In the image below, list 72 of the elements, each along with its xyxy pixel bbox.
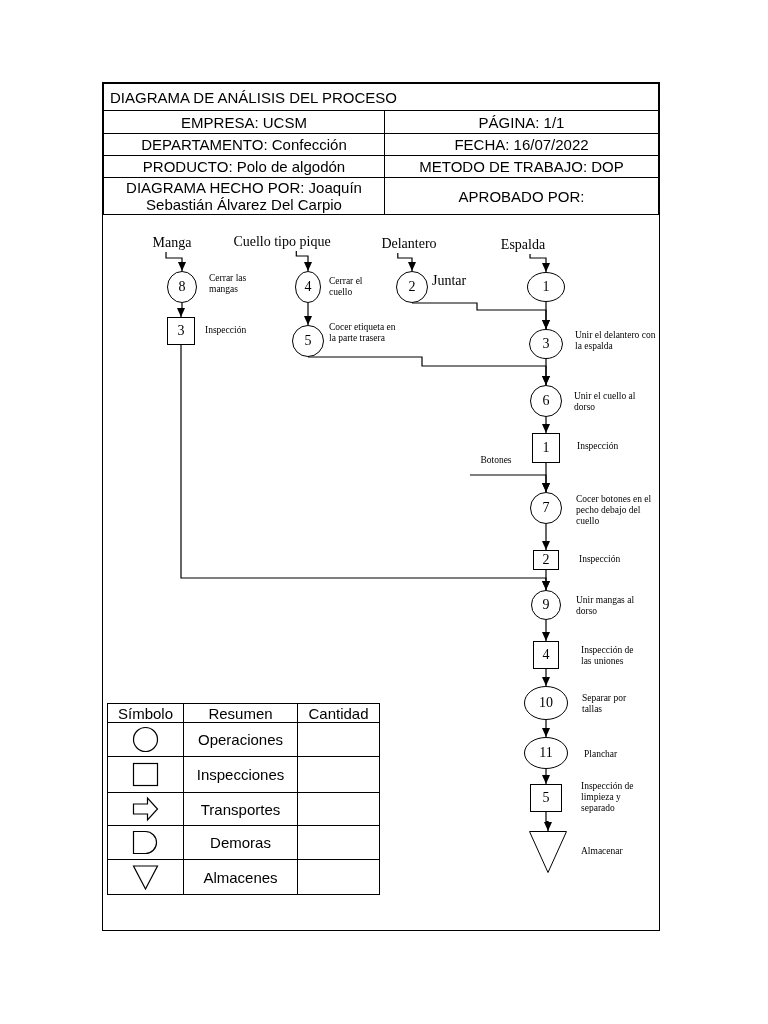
input-label: Delantero xyxy=(376,235,442,253)
operation-circle: 9 xyxy=(531,590,561,620)
arrow xyxy=(542,416,550,434)
header-field: EMPRESA: UCSM xyxy=(181,113,307,131)
arrow xyxy=(529,253,550,273)
summary-label: Operaciones xyxy=(197,731,284,748)
column-header: Símbolo xyxy=(118,704,173,722)
inspection-box: 2 xyxy=(533,550,559,570)
input-label: Manga xyxy=(149,234,195,252)
header-field: PÁGINA: 1/1 xyxy=(478,113,565,131)
arrow xyxy=(295,250,312,272)
arrow xyxy=(544,811,552,832)
step-description: Cocer botones en el pecho debajo del cuello xyxy=(576,494,653,527)
operation-circle: 1 xyxy=(527,272,565,302)
inspection-box: 5 xyxy=(530,784,562,812)
arrow xyxy=(542,569,550,591)
arrow xyxy=(397,252,416,272)
inspection-box: 1 xyxy=(532,433,560,463)
step-description: Inspección de limpieza y separado xyxy=(581,781,635,814)
step-description: Cerrar las mangas xyxy=(209,273,248,295)
arrow xyxy=(542,523,550,551)
step-description: Inspección xyxy=(577,441,619,452)
operation-circle: 11 xyxy=(524,737,568,769)
operation-circle: 4 xyxy=(295,271,321,303)
header-field: PRODUCTO: Polo de algodón xyxy=(142,158,346,175)
operation-circle: 6 xyxy=(530,385,562,417)
step-description: Cocer etiqueta en la parte trasera xyxy=(329,322,397,344)
step-description: Inspección xyxy=(205,325,247,336)
step-description: Unir el cuello al dorso xyxy=(574,391,637,413)
operation-circle: 3 xyxy=(529,329,563,359)
step-description: Unir el delantero con la espalda xyxy=(575,330,657,352)
input-label: Espalda xyxy=(496,236,550,254)
header-field: DEPARTAMENTO: Confección xyxy=(141,136,347,153)
diagram-title: DIAGRAMA DE ANÁLISIS DEL PROCESO xyxy=(110,88,398,106)
arrow xyxy=(542,358,550,386)
arrow xyxy=(177,302,185,318)
column-header: Resumen xyxy=(208,704,273,722)
arrow xyxy=(542,619,550,642)
step-description: Unir mangas al dorso xyxy=(576,595,636,617)
step-description: Juntar xyxy=(432,273,467,289)
step-description: Cerrar el cuello xyxy=(329,276,364,298)
header-field: FECHA: 16/07/2022 xyxy=(454,136,589,153)
arrow xyxy=(304,302,312,326)
operation-circle: 8 xyxy=(167,271,197,303)
operation-circle: 2 xyxy=(396,271,428,303)
arrow xyxy=(542,301,550,330)
step-description: Separar por tallas xyxy=(582,693,628,715)
summary-label: Demoras xyxy=(210,834,271,851)
operation-circle: 10 xyxy=(524,686,568,720)
input-label: Cuello tipo pique xyxy=(227,233,337,251)
arrow xyxy=(542,668,550,687)
arrow xyxy=(542,768,550,785)
arrow xyxy=(542,719,550,738)
input-label: Botones xyxy=(470,455,522,475)
header-field: DIAGRAMA HECHO POR: Joaquín Sebastián Álvarez Del Carpio xyxy=(104,179,384,213)
header-field: METODO DE TRABAJO: DOP xyxy=(419,158,624,175)
column-header: Cantidad xyxy=(308,704,369,722)
summary-label: Inspecciones xyxy=(196,766,285,783)
summary-label: Transportes xyxy=(200,800,281,818)
storage-triangle xyxy=(529,831,567,873)
step-description: Inspección xyxy=(579,554,621,565)
summary-label: Almacenes xyxy=(203,868,278,886)
inspection-box: 4 xyxy=(533,641,559,669)
operation-circle: 7 xyxy=(530,492,562,524)
arrow xyxy=(469,474,550,493)
arrow xyxy=(165,251,186,272)
operation-circle: 5 xyxy=(292,325,324,357)
step-description: Almacenar xyxy=(581,846,623,857)
step-description: Inspección de las uniones xyxy=(581,645,635,667)
inspection-box: 3 xyxy=(167,317,195,345)
header-field: APROBADO POR: xyxy=(458,187,585,205)
step-description: Planchar xyxy=(584,749,618,760)
